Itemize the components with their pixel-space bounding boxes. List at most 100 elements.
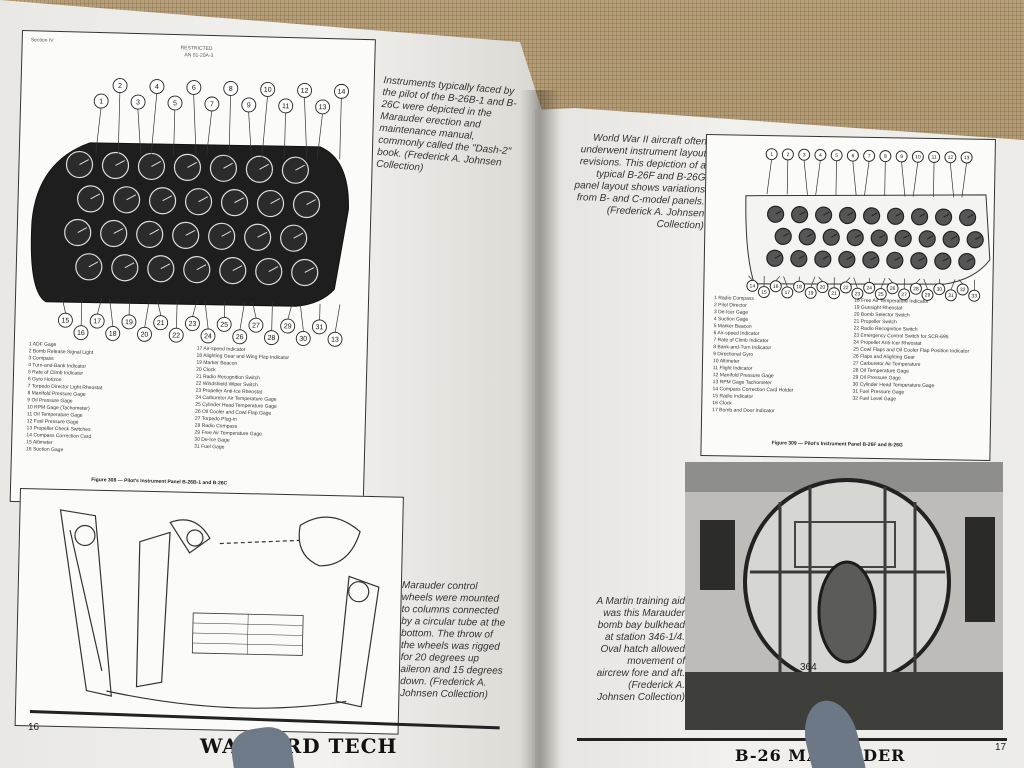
control-column-figure: [14, 488, 404, 735]
callout-leader: [284, 112, 286, 158]
callout-number: 11: [931, 155, 937, 161]
callout-number: 11: [282, 103, 290, 110]
callout-number: 22: [843, 285, 849, 291]
callout-circle: [248, 317, 264, 333]
gauge-dial: [862, 207, 881, 225]
callout-circle: [57, 312, 73, 328]
callout-number: 4: [819, 153, 822, 159]
callout-circle: [216, 316, 232, 332]
callout-number: 29: [925, 293, 931, 299]
callout-number: 27: [252, 322, 260, 329]
callout-number: 24: [866, 285, 872, 291]
callout-leader: [852, 161, 857, 196]
callout-number: 9: [900, 154, 903, 160]
gutter-shadow: [520, 90, 560, 768]
gauge-needle: [878, 234, 886, 239]
gauge-needle: [774, 254, 781, 259]
callout-number: 24: [204, 333, 212, 340]
callout-number: 7: [868, 153, 871, 159]
callout-number: 13: [964, 155, 970, 161]
callout-circle: [960, 151, 973, 164]
gauge-needle: [902, 234, 910, 239]
gauge-needle: [870, 256, 877, 261]
callout-leader: [818, 276, 823, 282]
callout-leader: [228, 95, 231, 157]
callout-circle: [137, 326, 152, 342]
callout-leader: [835, 160, 837, 196]
gauge-needle: [221, 230, 232, 237]
callout-leader: [80, 297, 83, 326]
callout-number: 27: [901, 292, 907, 298]
callout-leader: [97, 298, 103, 315]
callout-circle: [105, 326, 121, 341]
gauge-needle: [799, 211, 806, 216]
callout-number: 8: [884, 154, 887, 160]
callout-circle: [956, 283, 969, 296]
callout-number: 18: [796, 284, 802, 290]
callout-number: 23: [855, 291, 861, 297]
callout-circle: [781, 148, 794, 161]
callout-leader: [783, 276, 788, 288]
callout-number: 14: [337, 89, 345, 96]
callout-leader: [192, 300, 198, 317]
callout-number: 23: [188, 321, 196, 328]
callout-circle: [898, 288, 911, 301]
gauge-dial: [846, 229, 864, 247]
callout-circle: [765, 148, 778, 161]
callout-leader: [117, 92, 121, 154]
callout-circle: [327, 331, 343, 347]
gauge-needle: [162, 195, 173, 202]
callout-circle: [186, 80, 202, 95]
gauge-needle: [966, 258, 973, 263]
callout-leader: [248, 111, 252, 158]
callout-circle: [757, 286, 770, 298]
gauge-needle: [871, 212, 878, 217]
callout-leader: [287, 303, 293, 320]
callout-number: 19: [125, 319, 133, 326]
gauge-dial: [894, 229, 912, 248]
gauge-needle: [293, 232, 304, 239]
gauge-needle: [257, 231, 268, 238]
callout-number: 9: [247, 102, 251, 109]
callout-number: 30: [936, 287, 942, 293]
callout-circle: [280, 318, 296, 334]
gauge-dial: [910, 208, 929, 226]
gauge-dial: [291, 258, 319, 287]
callout-circle: [814, 149, 827, 161]
callout-number: 13: [331, 337, 339, 344]
callout-number: 2: [118, 83, 122, 90]
gauge-dial: [958, 252, 976, 271]
callout-number: 19: [808, 290, 814, 296]
gauge-dial: [934, 208, 953, 226]
gauge-needle: [88, 261, 99, 268]
callout-circle: [839, 281, 852, 294]
gauge-needle: [822, 255, 829, 260]
callout-leader: [775, 276, 781, 281]
caption-control-wheels: Marauder control wheels were mounted to …: [399, 580, 506, 701]
gauge-needle: [950, 235, 958, 240]
gauge-needle: [830, 233, 838, 238]
gauge-needle: [232, 265, 243, 272]
callout-circle: [863, 149, 876, 162]
callout-number: 30: [299, 336, 307, 343]
gauge-needle: [846, 255, 853, 260]
callout-leader: [912, 162, 919, 197]
legend-entry: 32 Fuel Level Gage: [852, 395, 897, 403]
gauge-needle: [806, 233, 814, 238]
callout-circle: [828, 287, 840, 300]
callout-number: 12: [948, 155, 954, 161]
gauge-needle: [149, 229, 160, 235]
callout-circle: [153, 315, 169, 331]
callout-leader: [810, 276, 816, 288]
callout-number: 21: [157, 320, 165, 327]
gauge-needle: [304, 267, 315, 273]
callout-circle: [830, 149, 843, 162]
callout-leader: [304, 97, 308, 159]
